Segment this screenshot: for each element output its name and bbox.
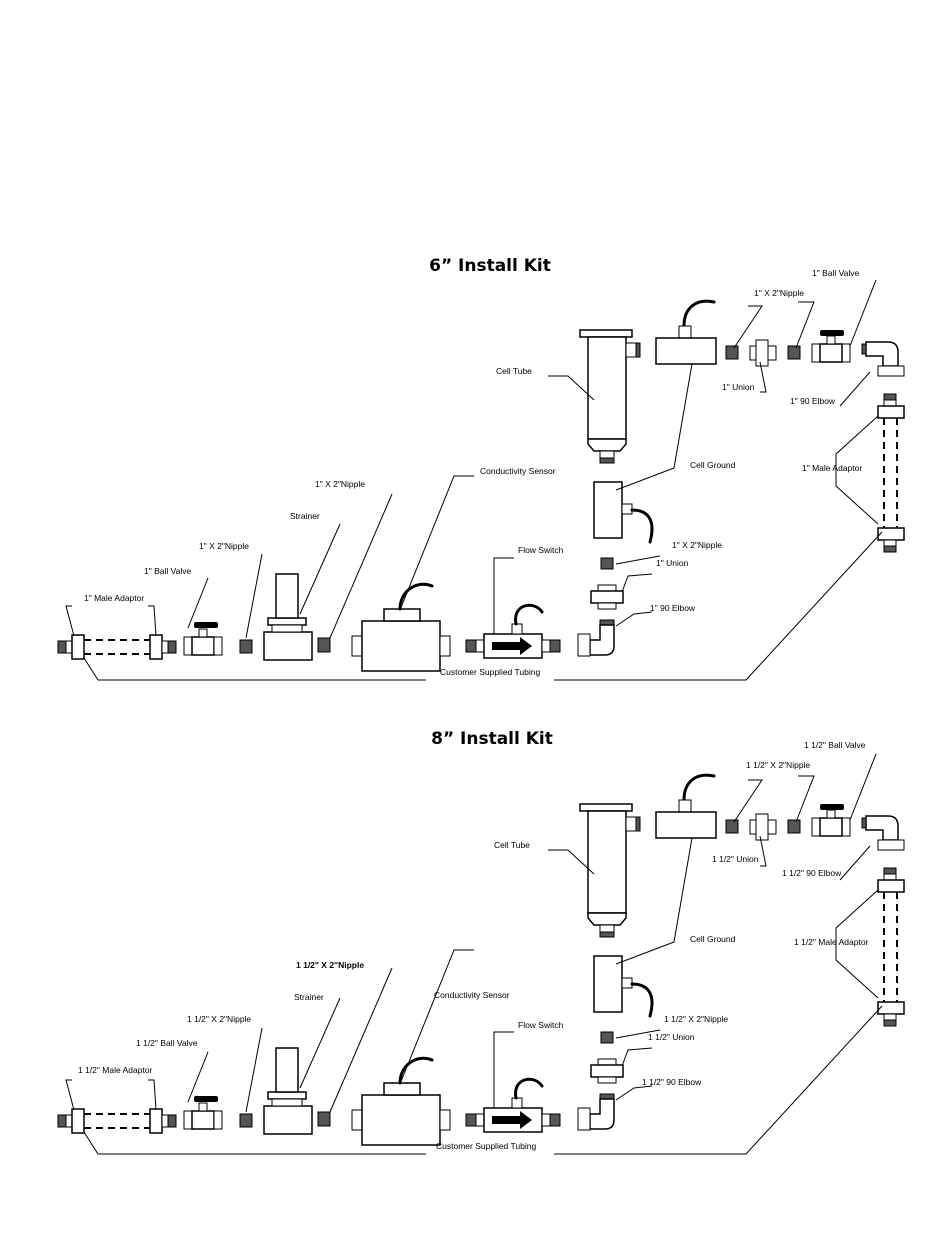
kit-title: 8” Install Kit: [431, 729, 553, 749]
label-elbow-top: 1 1/2" 90 Elbow: [782, 868, 842, 878]
label-cell-ground: Cell Ground: [690, 460, 736, 470]
label-elbow-right: 1 1/2" 90 Elbow: [642, 1077, 702, 1087]
label-ball-valve-left: 1 1/2" Ball Valve: [136, 1038, 198, 1048]
label-cell-tube: Cell Tube: [496, 366, 532, 376]
label-flow-switch: Flow Switch: [518, 1020, 564, 1030]
label-tubing: Customer Supplied Tubing: [440, 667, 540, 677]
kit-title: 6” Install Kit: [429, 256, 551, 276]
label-nipple-right: 1" X 2"Nipple: [672, 540, 722, 550]
label-flow-switch: Flow Switch: [518, 545, 564, 555]
label-nipple-mid: 1 1/2" X 2"Nipple: [296, 960, 364, 970]
label-strainer: Strainer: [290, 511, 320, 521]
label-strainer: Strainer: [294, 992, 324, 1002]
label-union-right: 1 1/2" Union: [648, 1032, 695, 1042]
label-cell-ground: Cell Ground: [690, 934, 736, 944]
label-union-top: 1 1/2" Union: [712, 854, 759, 864]
label-ball-valve-top: 1 1/2" Ball Valve: [804, 740, 866, 750]
label-ball-valve-top: 1" Ball Valve: [812, 268, 860, 278]
label-nipple-top: 1 1/2" X 2"Nipple: [746, 760, 810, 770]
label-cell-tube: Cell Tube: [494, 840, 530, 850]
label-conductivity-sensor: Conductivity Sensor: [480, 466, 556, 476]
label-nipple-left: 1 1/2" X 2"Nipple: [187, 1014, 251, 1024]
kit-6in-artwork: [56, 278, 906, 682]
label-nipple-left: 1" X 2"Nipple: [199, 541, 249, 551]
label-male-adaptor-left: 1" Male Adaptor: [84, 593, 144, 603]
label-nipple-mid: 1" X 2"Nipple: [315, 479, 365, 489]
label-male-adaptor-right: 1 1/2" Male Adaptor: [794, 937, 869, 947]
label-ball-valve-left: 1" Ball Valve: [144, 566, 192, 576]
label-male-adaptor-right: 1" Male Adaptor: [802, 463, 862, 473]
label-conductivity-sensor: Conductivity Sensor: [434, 990, 510, 1000]
label-elbow-top: 1" 90 Elbow: [790, 396, 836, 406]
label-nipple-right: 1 1/2" X 2"Nipple: [664, 1014, 728, 1024]
label-male-adaptor-left: 1 1/2" Male Adaptor: [78, 1065, 153, 1075]
kit-6in-labels: Cell Tube Cell Ground 1" X 2"Nipple 1" U…: [84, 268, 862, 677]
kit-8in: 8” Install Kit Cell Tube Cell Ground 1 1…: [56, 729, 906, 1156]
kit-6in: 6” Install Kit Cell Tube Cell Ground 1" …: [56, 256, 906, 682]
kit-8in-artwork: [56, 752, 906, 1156]
label-elbow-right: 1" 90 Elbow: [650, 603, 696, 613]
kit-8in-labels: Cell Tube Cell Ground 1 1/2" X 2"Nipple …: [78, 740, 869, 1151]
label-union-top: 1" Union: [722, 382, 755, 392]
label-nipple-top: 1" X 2"Nipple: [754, 288, 804, 298]
label-union-right: 1" Union: [656, 558, 689, 568]
label-tubing: Customer Supplied Tubing: [436, 1141, 536, 1151]
